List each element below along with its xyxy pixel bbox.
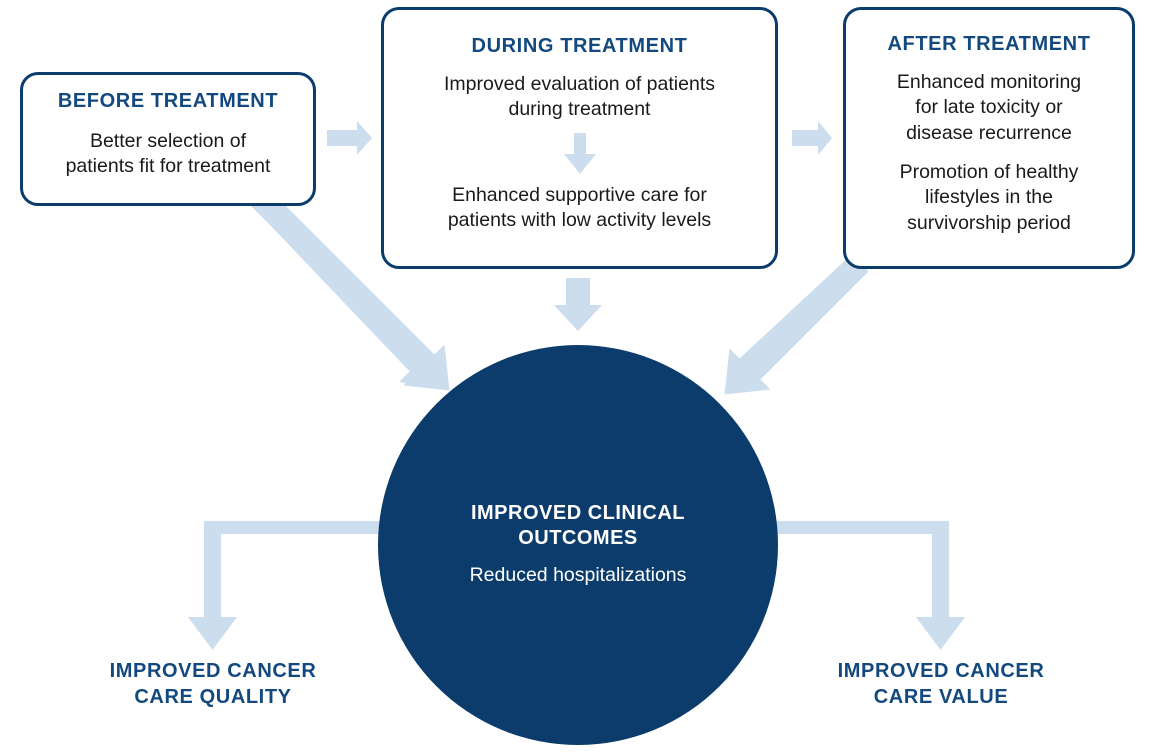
- stage-heading-during-treatment: DURING TREATMENT: [471, 35, 688, 57]
- stage-body-line: during treatment: [508, 98, 651, 121]
- stage-heading-after-treatment: AFTER TREATMENT: [887, 33, 1091, 55]
- stage-body-line: lifestyles in the: [925, 186, 1053, 209]
- center-circle-improved-clinical-outcomes: IMPROVED CLINICAL OUTCOMES Reduced hospi…: [378, 345, 778, 745]
- connector-after-to-center: [724, 254, 869, 395]
- connector-before-to-during: [327, 121, 372, 155]
- connector-during-to-after: [792, 121, 832, 155]
- center-circle-title-line: OUTCOMES: [518, 527, 638, 550]
- outcome-label-improved-cancer-care-quality: IMPROVED CANCER CARE QUALITY: [62, 658, 364, 710]
- center-circle-subtitle: Reduced hospitalizations: [469, 564, 687, 587]
- stage-body-before-treatment: Better selection of patients fit for tre…: [66, 129, 271, 180]
- outcome-label-improved-cancer-care-value: IMPROVED CANCER CARE VALUE: [790, 658, 1092, 710]
- stage-body-after-treatment-bottom: Promotion of healthy lifestyles in the s…: [900, 160, 1079, 236]
- stage-heading-before-treatment: BEFORE TREATMENT: [57, 90, 279, 112]
- stage-body-line: Improved evaluation of patients: [443, 73, 715, 95]
- stage-body-line: Promotion of healthy: [899, 161, 1079, 184]
- center-circle-title-line: IMPROVED CLINICAL: [470, 502, 686, 525]
- stage-body-during-treatment-top: Improved evaluation of patients during t…: [444, 72, 715, 123]
- stage-body-line: patients fit for treatment: [65, 155, 271, 178]
- stage-body-line: Enhanced supportive care for: [452, 183, 707, 206]
- stage-body-line: for late toxicity or: [915, 96, 1063, 119]
- down-arrow-icon: [563, 132, 597, 174]
- connector-during-to-center: [554, 278, 602, 331]
- outcome-label-line: IMPROVED CANCER: [837, 660, 1045, 682]
- stage-body-line: Better selection of: [89, 130, 247, 152]
- stage-card-during-treatment: DURING TREATMENT Improved evaluation of …: [381, 7, 778, 269]
- stage-body-after-treatment-top: Enhanced monitoring for late toxicity or…: [897, 70, 1081, 146]
- outcome-label-line: CARE VALUE: [873, 686, 1009, 708]
- stage-body-line: patients with low activity levels: [447, 209, 712, 232]
- center-circle-title: IMPROVED CLINICAL OUTCOMES: [471, 501, 685, 551]
- stage-body-line: survivorship period: [907, 211, 1071, 234]
- stage-card-after-treatment: AFTER TREATMENT Enhanced monitoring for …: [843, 7, 1135, 269]
- stage-body-line: disease recurrence: [906, 121, 1072, 144]
- outcome-label-line: CARE QUALITY: [134, 686, 292, 708]
- stage-card-before-treatment: BEFORE TREATMENT Better selection of pat…: [20, 72, 316, 206]
- stage-body-during-treatment-bottom: Enhanced supportive care for patients wi…: [448, 183, 711, 234]
- stage-body-line: Enhanced monitoring: [896, 71, 1082, 93]
- outcome-label-line: IMPROVED CANCER: [109, 660, 317, 682]
